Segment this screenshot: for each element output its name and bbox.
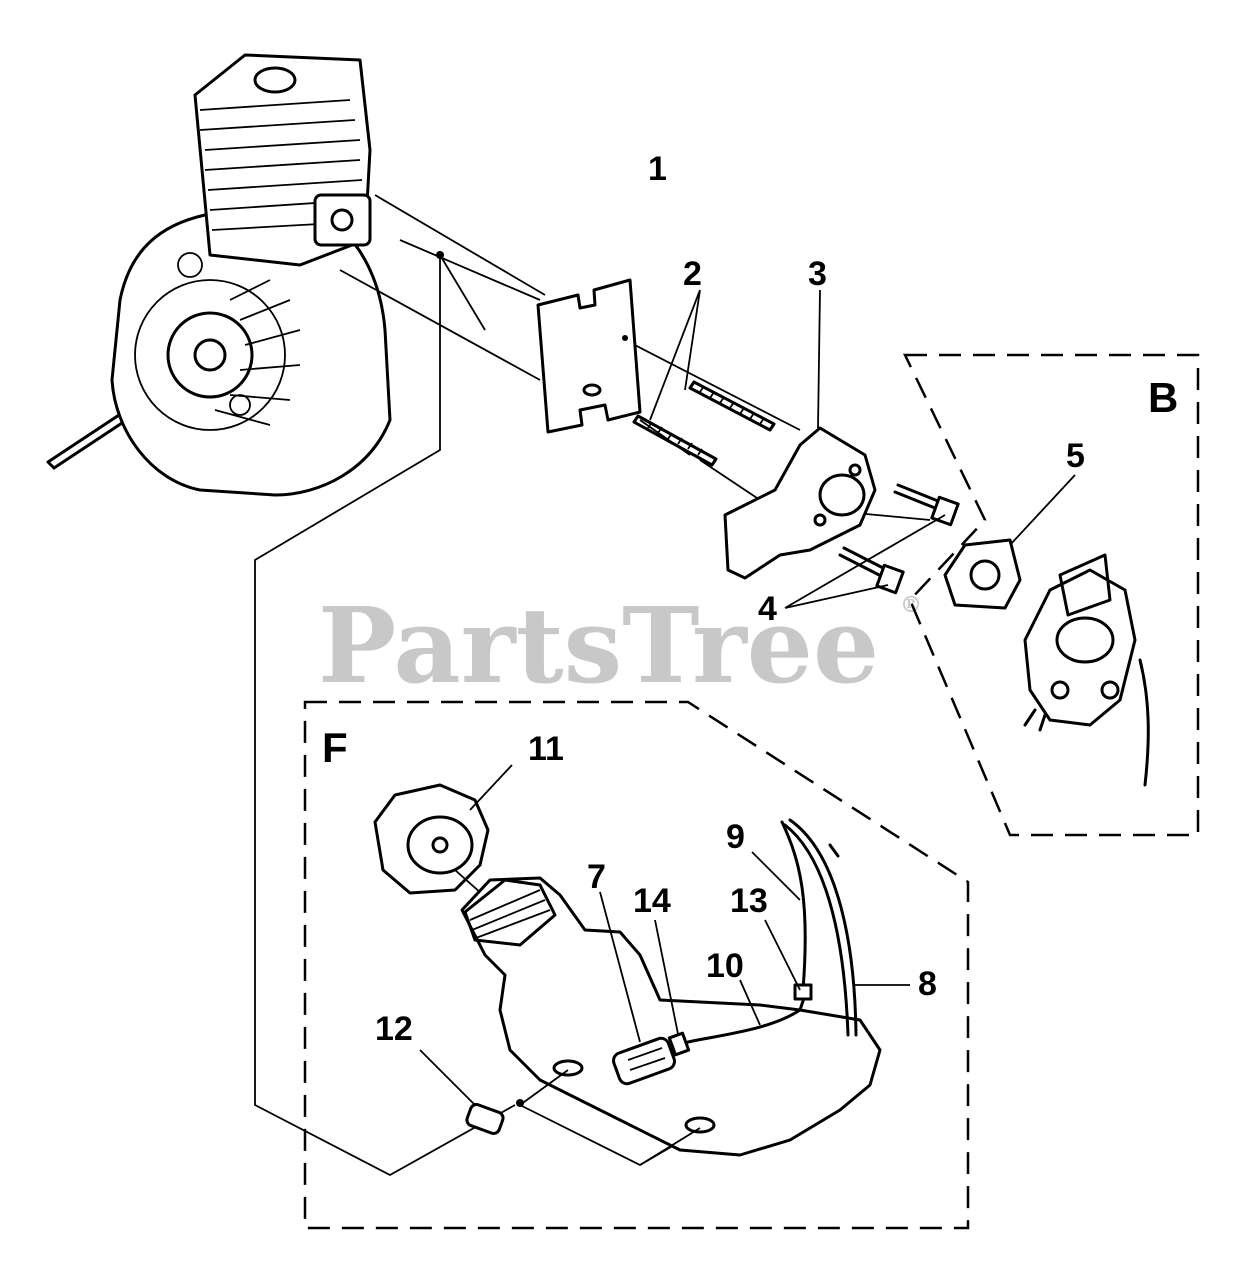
section-f-label: F [322,724,348,771]
section-f: F [303,700,970,1230]
part-3-insulator [723,289,877,580]
callout-13-leader [764,919,801,991]
insulator-hole [813,513,827,527]
callout-11-leader [469,764,513,811]
gasket-plate [536,278,642,434]
part-10-fuel-line [686,993,807,1044]
intake-port [313,193,372,247]
callout-3-leader [817,289,821,429]
part-8-return-line [783,818,858,1037]
tank-mount-leaders [519,1069,701,1166]
stud-lower [632,414,718,467]
carburetor-bracket [1058,553,1112,617]
engine-assembly [46,53,392,497]
part-1-gasket [536,278,642,434]
callout-10-leader [739,979,761,1026]
carburetor-body [1023,568,1137,727]
reference-dot [436,251,444,259]
callout-12: 12 [375,1010,413,1048]
part-5-gasket [943,538,1022,610]
callout-9-leader [751,851,801,901]
reference-dot [516,1099,524,1107]
callout-3: 3 [808,255,827,293]
section-b: B [903,353,1200,837]
spark-plug-port [253,66,297,94]
tank-mount-slot [684,1116,716,1134]
callout-labels: 1 2 3 4 5 7 8 9 10 11 12 13 14 [375,150,1085,1048]
stud-threads [647,421,703,456]
callout-7: 7 [587,858,606,896]
part-4-bolts [784,483,960,609]
carburetor-screw [1050,680,1070,700]
fuel-tank [460,876,882,1157]
insulator-hole [848,463,862,477]
callout-2-leaders [649,289,701,421]
callout-5: 5 [1066,437,1085,475]
callout-2: 2 [683,255,702,293]
carburetor-throat [1055,616,1115,664]
section-b-boundary [903,353,1200,837]
fuel-cap-center [431,836,449,854]
stud-threads [699,385,765,425]
fuel-tank-neck-threads [469,889,551,939]
part-14-clamp [667,1031,691,1057]
fuel-tank-neck [463,878,557,947]
callout-9: 9 [726,818,745,856]
intake-opening [330,208,354,232]
flywheel-hub [166,311,254,399]
gasket-hole [582,383,602,397]
callout-11: 11 [528,730,564,768]
insulator-bore [818,473,866,517]
carburetor-adjusters [1023,708,1047,732]
cooling-fins [199,99,363,231]
insulator-block [723,426,877,580]
callout-14: 14 [633,882,671,920]
section-b-label: B [1148,374,1178,421]
callout-4: 4 [758,590,777,628]
leader-lines [254,194,701,1177]
fuel-cap-inner [406,815,474,875]
crankcase-hole [177,252,203,278]
part-13-fitting [793,983,813,1001]
carburetor-fuel-line [1138,658,1150,787]
part-12-grommet [465,1103,505,1135]
shaft-nut [193,338,227,372]
watermark-text: PartsTree [318,584,879,707]
part-5-gasket-hole [969,559,1001,591]
part-2-studs [632,289,776,467]
callout-8: 8 [918,965,937,1003]
part-8-line-end [828,843,840,858]
callout-1: 1 [648,150,667,188]
bolt-lower-shank [838,546,891,580]
callout-12-leader [419,1049,476,1106]
flywheel [134,279,286,431]
section-f-boundary [303,700,970,1230]
callout-5-leader [1009,474,1076,546]
carburetor-screw [1100,680,1120,700]
crankcase-hole [229,394,251,416]
callout-7-leader [599,891,641,1043]
callout-10: 10 [706,947,744,985]
bolt-upper-shank [893,483,945,512]
gasket-point [622,335,628,341]
fan-blades [214,279,301,426]
fuel-filter-ribs [627,1047,666,1071]
callout-14-leader [654,919,679,1035]
bolt-lower-head [875,563,905,595]
alignment-lines [254,194,931,1177]
part-9-fuel-line [780,820,807,992]
callout-4-leaders [784,514,946,609]
tank-mount-slot [552,1059,584,1077]
callout-13: 13 [730,882,768,920]
